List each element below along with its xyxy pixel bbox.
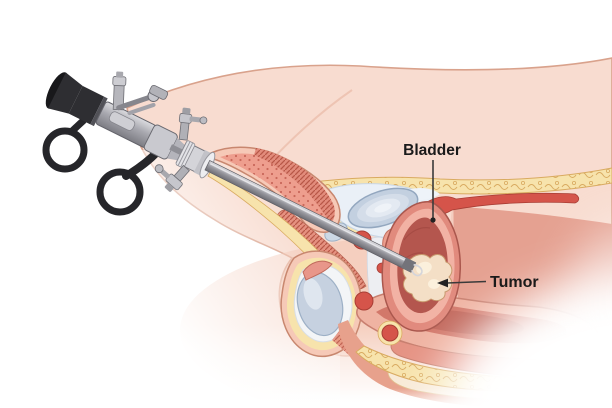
scope-body-panel [108,111,136,131]
tumor-mass [402,254,453,303]
stopcock-valve-upper [178,107,208,141]
resection-loop [411,263,423,277]
thumb-ring [42,127,88,173]
abdominal-muscle [419,192,580,217]
bladder-pointer-dot [430,217,436,223]
spring-lever [116,84,169,116]
light-post [112,71,127,111]
corpus-rim-stripes [254,148,335,224]
tumor-pointer-arrowhead [437,278,448,288]
stopcock-valve-lower [154,164,190,192]
bladder [381,201,462,332]
annotations: Bladder Tumor [403,142,538,291]
tumor-label: Tumor [490,274,539,291]
eyepiece [45,72,108,127]
testis-highlight [303,278,323,310]
finger-ring [96,168,144,216]
scope-shaft [204,160,423,277]
edge-fades [0,222,612,408]
resectoscope [42,71,423,277]
tumor-pointer-line [446,280,487,284]
epididymis [302,260,333,281]
bladder-label: Bladder [403,142,461,159]
